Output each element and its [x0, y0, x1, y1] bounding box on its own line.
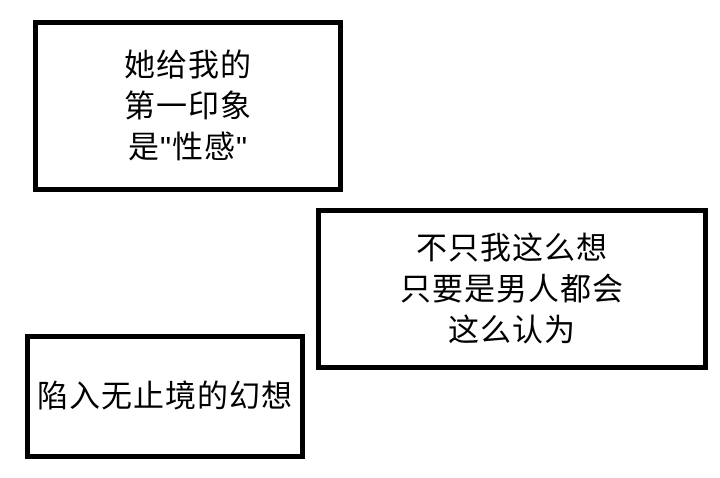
caption-line: 她给我的	[124, 47, 252, 83]
narration-box-2: 不只我这么想 只要是男人都会 这么认为	[316, 208, 708, 370]
narration-box-3: 陷入无止境的幻想	[25, 334, 305, 459]
caption-line: 陷入无止境的幻想	[37, 379, 293, 414]
caption-line: 是"性感"	[127, 129, 248, 165]
narration-box-1: 她给我的 第一印象 是"性感"	[33, 20, 343, 192]
caption-line: 这么认为	[448, 312, 576, 348]
caption-line: 第一印象	[124, 88, 252, 124]
caption-line: 不只我这么想	[416, 230, 608, 266]
caption-line: 只要是男人都会	[400, 271, 624, 307]
